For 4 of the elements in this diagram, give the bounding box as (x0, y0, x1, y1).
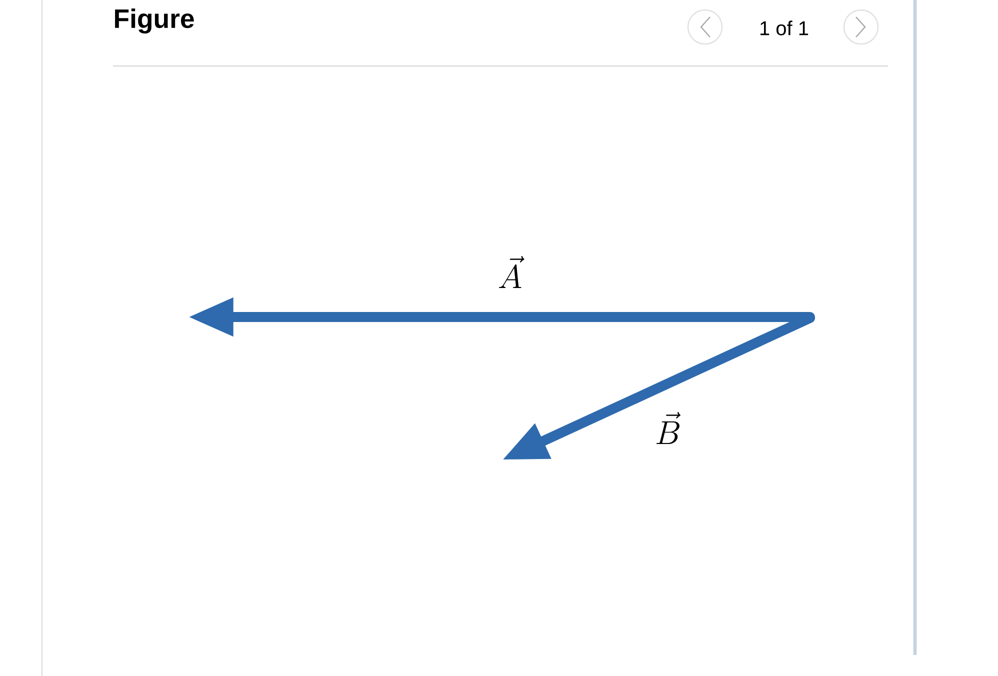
title: Figure (115, 8, 194, 34)
vector-label: $\vec{A}$ (498, 256, 524, 288)
page-counter: 1 of 1 (760, 20, 808, 36)
vector-label: $\vec{B}$ (656, 412, 680, 444)
